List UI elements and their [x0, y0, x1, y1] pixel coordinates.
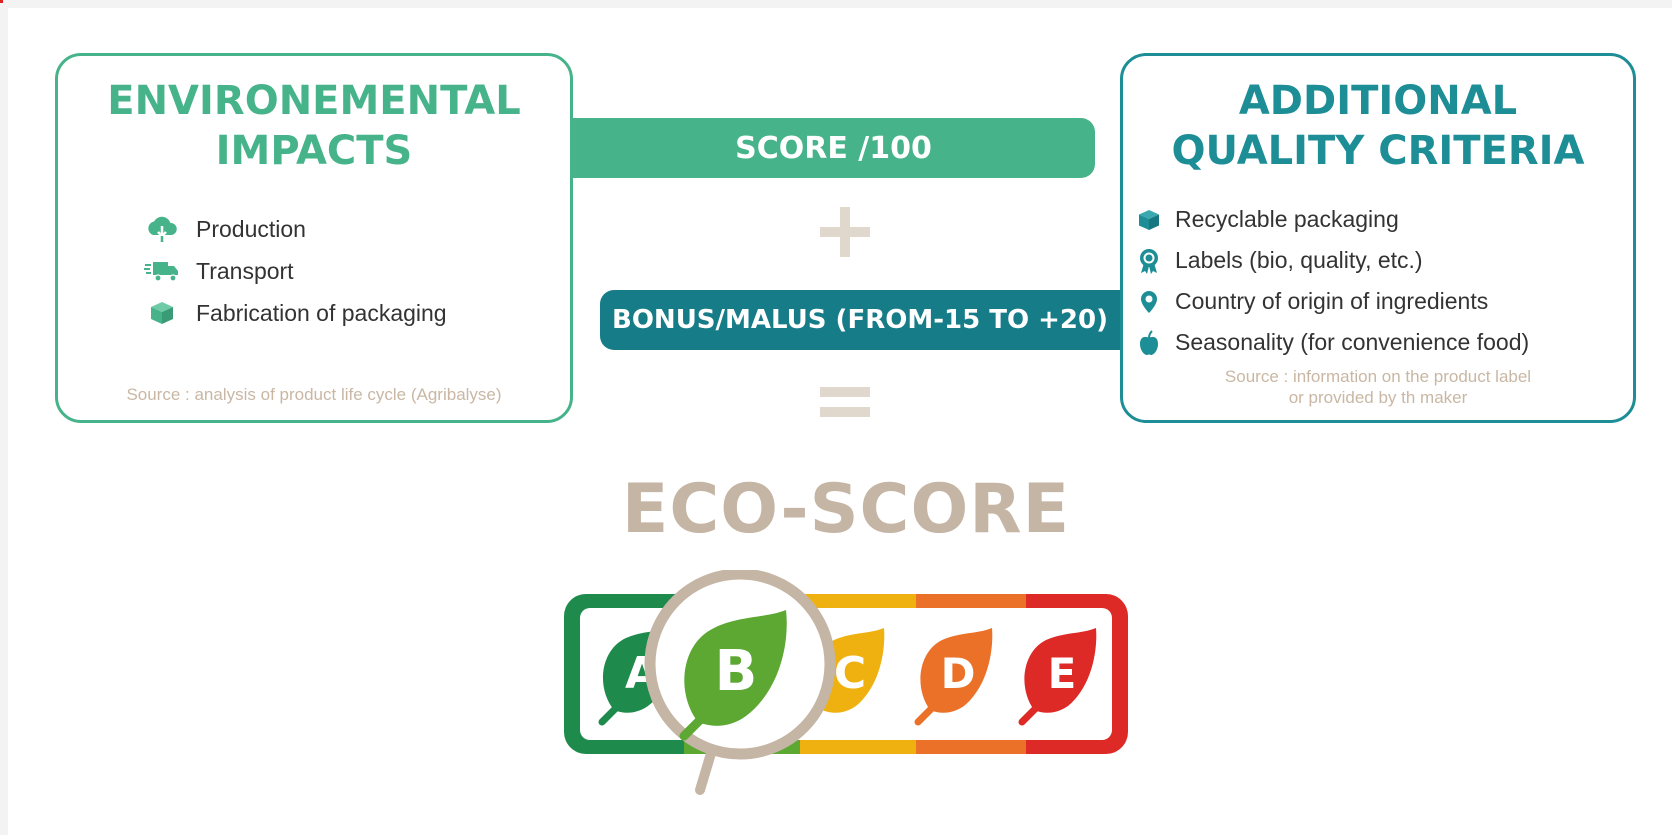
grade-e-label: E	[1048, 649, 1077, 698]
cloud-download-icon	[144, 215, 180, 243]
environmental-impacts-title: ENVIRONEMENTAL IMPACTS	[58, 76, 570, 176]
list-item: Seasonality (for convenience food)	[1137, 322, 1529, 363]
environmental-title-line2: IMPACTS	[215, 128, 413, 174]
magnifier-highlight: B	[644, 570, 836, 795]
bonus-malus-bar: BONUS/MALUS (FROM-15 TO +20)	[600, 290, 1120, 350]
grade-b-leaf: B	[679, 610, 787, 741]
list-item-label: Country of origin of ingredients	[1175, 288, 1489, 314]
additional-source-line1: Source : information on the product labe…	[1224, 367, 1532, 386]
list-item: Labels (bio, quality, etc.)	[1137, 240, 1529, 281]
environmental-source: Source : analysis of product life cycle …	[126, 385, 502, 404]
additional-criteria-box: ADDITIONAL QUALITY CRITERIA Recyclable p…	[1120, 53, 1636, 423]
award-icon	[1137, 247, 1161, 275]
equals-sign	[820, 387, 870, 417]
list-item: Production	[144, 208, 447, 250]
list-item: Fabrication of packaging	[144, 292, 447, 334]
additional-title-line1: ADDITIONAL	[1238, 78, 1518, 124]
list-item-label: Fabrication of packaging	[196, 299, 447, 326]
grade-d-label: D	[941, 649, 976, 698]
environmental-impacts-box: ENVIRONEMENTAL IMPACTS Production	[55, 53, 573, 423]
apple-icon	[1137, 329, 1161, 357]
list-item: Country of origin of ingredients	[1137, 281, 1529, 322]
list-item-label: Production	[196, 215, 306, 242]
box-icon	[1137, 206, 1161, 234]
environmental-items-list: Production Transport	[144, 208, 447, 334]
grade-b-label: B	[715, 639, 758, 704]
list-item: Transport	[144, 250, 447, 292]
environmental-title-line1: ENVIRONEMENTAL	[107, 78, 521, 124]
additional-items-list: Recyclable packaging Labels (bio, qualit…	[1137, 199, 1529, 363]
additional-source: Source : information on the product labe…	[1123, 366, 1633, 408]
list-item-label: Transport	[196, 257, 294, 284]
eco-score-title: ECO-SCORE	[621, 470, 1071, 549]
list-item-label: Labels (bio, quality, etc.)	[1175, 247, 1423, 273]
corner-mark	[0, 0, 3, 3]
location-pin-icon	[1137, 288, 1161, 316]
box-icon	[144, 299, 180, 327]
list-item: Recyclable packaging	[1137, 199, 1529, 240]
grade-d-leaf: D	[914, 628, 993, 726]
truck-icon	[144, 257, 180, 285]
additional-title-line2: QUALITY CRITERIA	[1171, 128, 1585, 174]
additional-source-line2: or provided by th maker	[1288, 388, 1468, 407]
additional-criteria-title: ADDITIONAL QUALITY CRITERIA	[1123, 76, 1633, 176]
eco-score-badge: A C D E B	[564, 570, 1128, 795]
plus-sign	[820, 207, 870, 257]
list-item-label: Recyclable packaging	[1175, 206, 1399, 232]
grade-e-leaf: E	[1018, 628, 1097, 726]
score-bar: SCORE /100	[572, 118, 1095, 178]
list-item-label: Seasonality (for convenience food)	[1175, 329, 1530, 355]
grade-c-label: C	[834, 648, 866, 699]
